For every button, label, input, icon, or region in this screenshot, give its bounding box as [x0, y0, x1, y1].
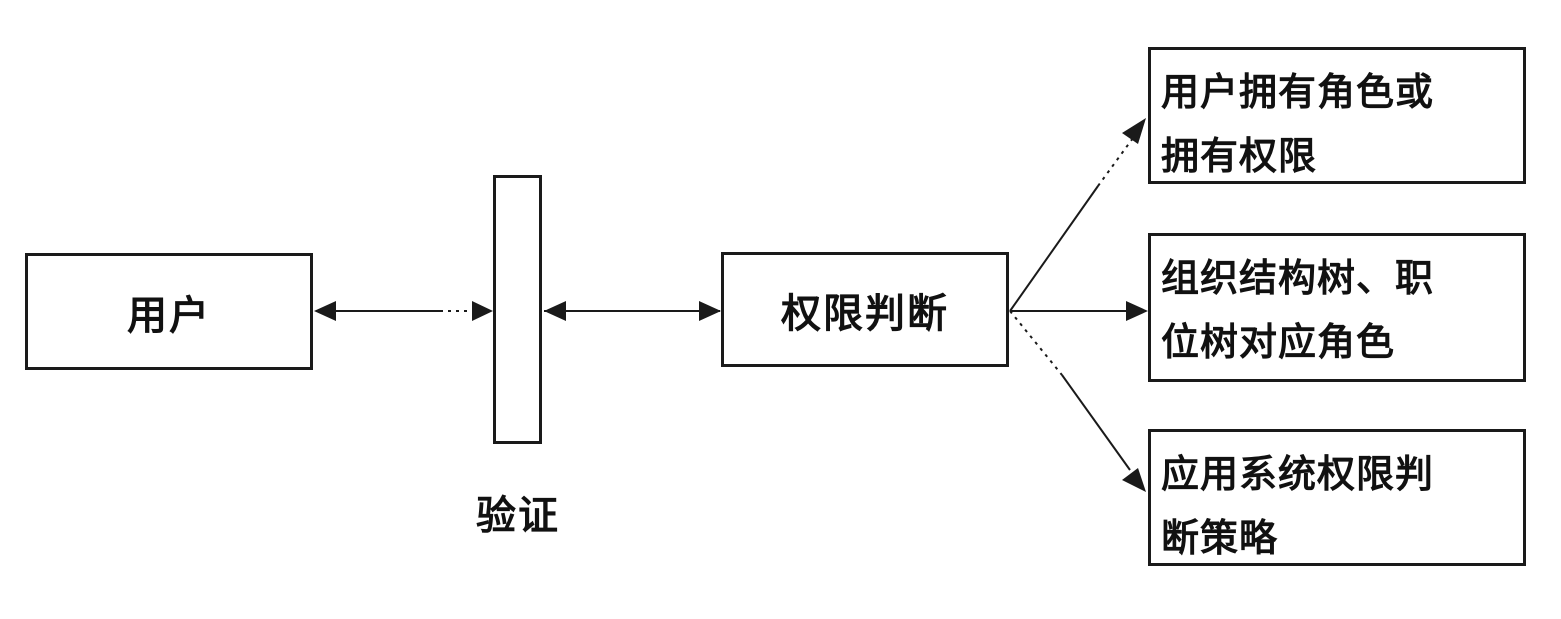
arrowhead-gate-right: [544, 301, 566, 321]
outcome-org-tree-roles: 组织结构树、职 位树对应角色: [1148, 233, 1526, 382]
user-node: 用户: [25, 253, 313, 370]
connector-permission-outcome3: [1062, 375, 1130, 470]
outcome-2-line-2: 位树对应角色: [1161, 310, 1513, 374]
verification-gate: [493, 175, 542, 444]
outcome-2-line-1: 组织结构树、职: [1161, 246, 1513, 310]
arrowhead-outcome1: [1122, 118, 1146, 144]
connector-permission-outcome1: [1010, 186, 1098, 311]
outcome-role-or-permission: 用户拥有角色或 拥有权限: [1148, 47, 1526, 184]
arrowhead-permission-left: [699, 301, 721, 321]
verification-gate-label: 验证: [466, 483, 570, 541]
arrowhead-outcome3: [1122, 468, 1146, 492]
outcome-app-policy: 应用系统权限判 断策略: [1148, 429, 1526, 566]
connector-permission-outcome3-dotted: [1010, 311, 1062, 375]
arrowhead-user-left: [314, 301, 336, 321]
outcome-3-line-1: 应用系统权限判: [1161, 442, 1513, 506]
permission-check-label: 权限判断: [781, 281, 949, 339]
arrowhead-gate-left: [472, 301, 493, 321]
arrowhead-outcome2: [1126, 301, 1148, 321]
outcome-1-line-2: 拥有权限: [1161, 124, 1513, 188]
outcome-1-line-1: 用户拥有角色或: [1161, 60, 1513, 124]
outcome-3-line-2: 断策略: [1161, 506, 1513, 570]
user-node-label: 用户: [127, 283, 211, 341]
permission-check-node: 权限判断: [721, 252, 1009, 367]
connector-permission-outcome1-dotted: [1098, 138, 1133, 186]
